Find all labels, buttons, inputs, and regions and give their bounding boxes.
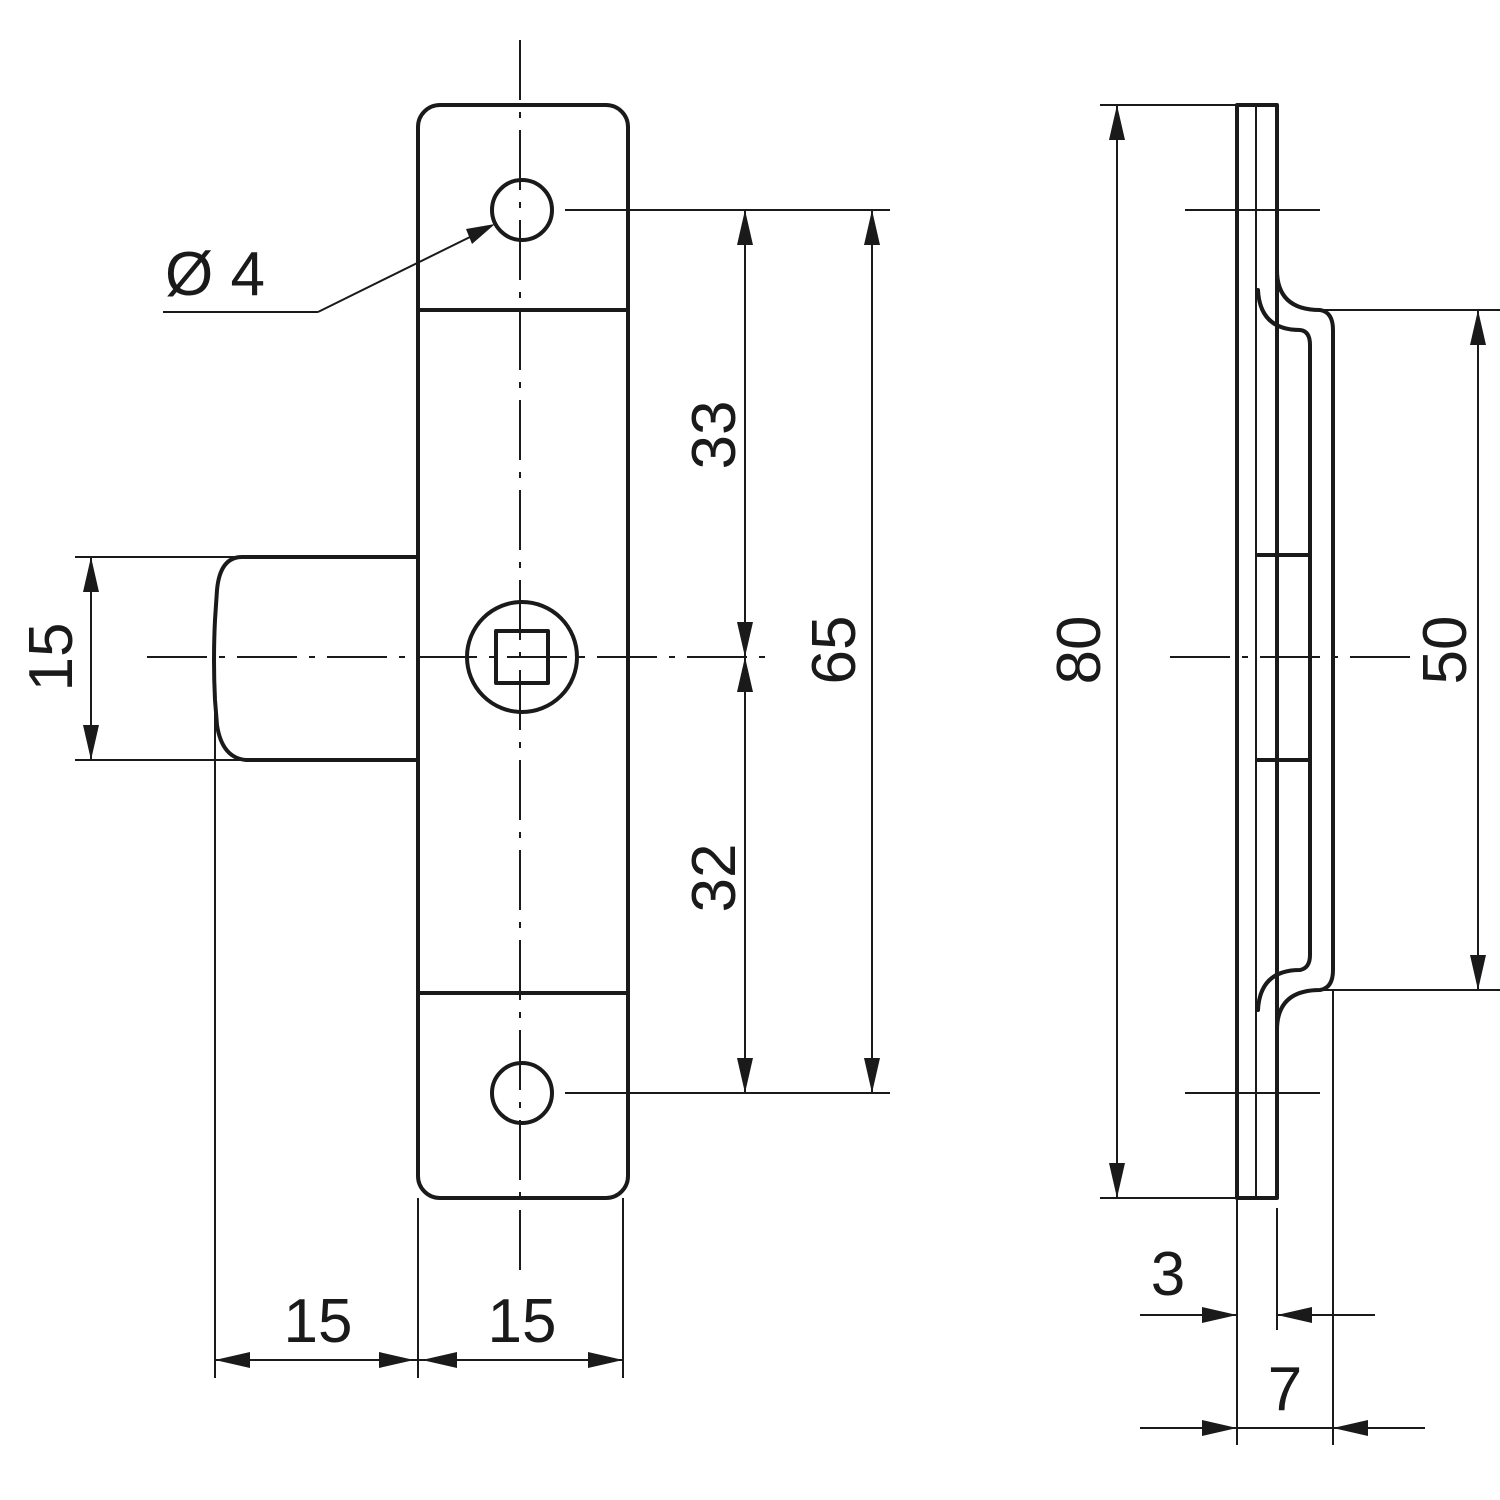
- screw-hole-bottom: [490, 1061, 554, 1125]
- dim-65-label: 65: [800, 616, 869, 685]
- side-offset-profile: [1275, 268, 1335, 1032]
- dim-7-label: 7: [1268, 1355, 1302, 1424]
- face-plate: [416, 103, 630, 1200]
- dim-3-label: 3: [1151, 1240, 1185, 1309]
- dim-15-projection-label: 15: [284, 1287, 353, 1356]
- dim-15-width-label: 15: [488, 1287, 557, 1356]
- side-view: [1170, 103, 1410, 1200]
- front-view: [147, 40, 770, 1270]
- dim-50-label: 50: [1411, 616, 1480, 685]
- bolt-height-dimension: 15: [17, 556, 418, 761]
- dim-33-label: 33: [680, 401, 749, 470]
- bottom-horizontal-dimensions: 15 15: [214, 700, 624, 1378]
- offset-length-dimension: 50: [1320, 309, 1500, 991]
- dim-15-height-label: 15: [17, 623, 86, 692]
- dim-32-label: 32: [680, 844, 749, 913]
- screw-hole-top: [490, 178, 554, 242]
- vertical-dimensions-front: 33 32 65: [565, 209, 890, 1094]
- dim-80-label: 80: [1045, 616, 1114, 685]
- overall-length-dimension: 80: [1045, 104, 1237, 1199]
- hole-diameter-callout: Ø 4: [163, 224, 495, 313]
- bolt-tongue: [212, 555, 420, 762]
- thickness-depth-dimensions: 3 7: [1140, 990, 1425, 1445]
- hole-diameter-label: Ø 4: [165, 240, 265, 309]
